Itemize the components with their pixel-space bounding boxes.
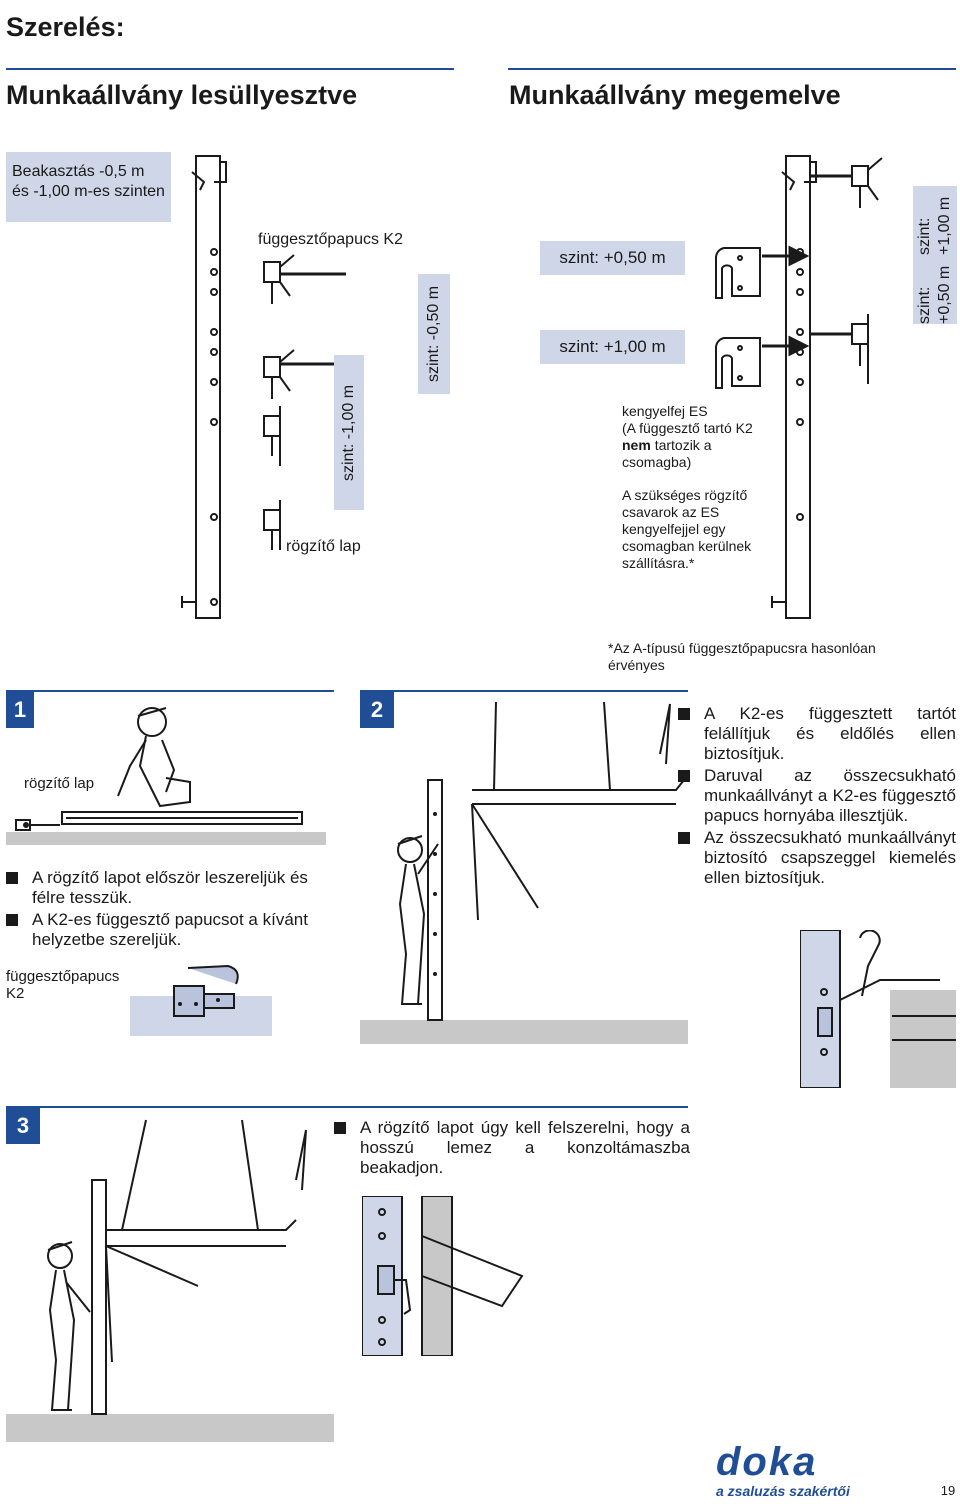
screws-note: A szükséges rögzítő csavarok az ES kengy… [622, 487, 752, 571]
step2-number: 2 [360, 692, 394, 728]
heading-lowered: Munkaállvány lesüllyesztve [6, 80, 358, 110]
step3-rule [6, 1106, 688, 1108]
tagline: a zsaluzás szakértői [716, 1483, 850, 1499]
divider-left [6, 68, 454, 70]
step2-bullet-1: A K2-es függesztett tartót felállítjuk é… [678, 704, 956, 764]
level-plus-100: szint: +1,00 m [540, 330, 685, 364]
step1-bullet-2: A K2-es függesztő papucsot a kívánt hely… [6, 910, 336, 950]
page-number: 19 [936, 1476, 960, 1504]
right-level-labels: szint: +0,50 m szint: +1,00 m [913, 186, 957, 324]
step1-shoe-label: függesztőpapucs K2 [6, 968, 120, 1002]
step1-illustration [6, 707, 326, 845]
level-plus-050: szint: +0,50 m [540, 241, 685, 275]
step2-bullets: A K2-es függesztett tartót felállítjuk é… [678, 704, 956, 890]
step2-rule [360, 690, 688, 692]
step1-bullet-1: A rögzítő lapot először leszereljük és f… [6, 868, 336, 908]
page-title: Szerelés: [6, 12, 125, 42]
fixing-plate-label: rögzítő lap [286, 538, 361, 555]
footnote: *Az A-típusú függesztőpapucsra hasonlóan… [608, 640, 876, 673]
step1-shoe-detail [130, 964, 272, 1036]
top-diagram-right [771, 155, 883, 619]
step1-number: 1 [6, 692, 34, 728]
step3-detail [362, 1196, 524, 1356]
right-level-plus-050: szint: +0,50 m [916, 265, 953, 324]
bracket-head-bold: nem [622, 437, 651, 453]
right-level-plus-100: szint: +1,00 m [916, 196, 953, 255]
step2-illustration [360, 701, 688, 1044]
step2-detail [800, 930, 956, 1088]
step3-illustration [6, 1119, 334, 1442]
step2-bullet-3: Az összecsukható munkaállványt biztosító… [678, 828, 956, 888]
step2-bullet-2: Daruval az összecsukható munkaállványt a… [678, 766, 956, 826]
step3-bullets: A rögzítő lapot úgy kell felszerelni, ho… [334, 1118, 690, 1180]
bracket-head-line3: tartozik a csomagba) [622, 437, 712, 470]
heading-raised: Munkaállvány megemelve [509, 80, 841, 110]
divider-right [508, 68, 956, 70]
step1-fixing-plate-label: rögzítő lap [24, 775, 95, 792]
bracket-head-line2: (A függesztő tartó K2 [622, 420, 753, 436]
level-minus-100: szint: -1,00 m [334, 355, 364, 510]
step3-number: 3 [6, 1108, 40, 1144]
top-diagram-left [181, 155, 346, 619]
step1-rule [6, 690, 334, 692]
step3-bullet-1: A rögzítő lapot úgy kell felszerelni, ho… [334, 1118, 690, 1178]
bracket-head-note: kengyelfej ES (A függesztő tartó K2 nem … [622, 403, 772, 471]
bracket-heads [714, 247, 761, 389]
step1-bullets: A rögzítő lapot először leszereljük és f… [6, 868, 336, 952]
level-minus-050: szint: -0,50 m [418, 274, 450, 394]
bracket-head-line1: kengyelfej ES [622, 403, 708, 419]
shoe-label: függesztőpapucs K2 [258, 231, 403, 248]
hook-level-note: Beakasztás -0,5 m és -1,00 m-es szinten [6, 152, 171, 222]
doka-logo: doka [716, 1440, 818, 1484]
